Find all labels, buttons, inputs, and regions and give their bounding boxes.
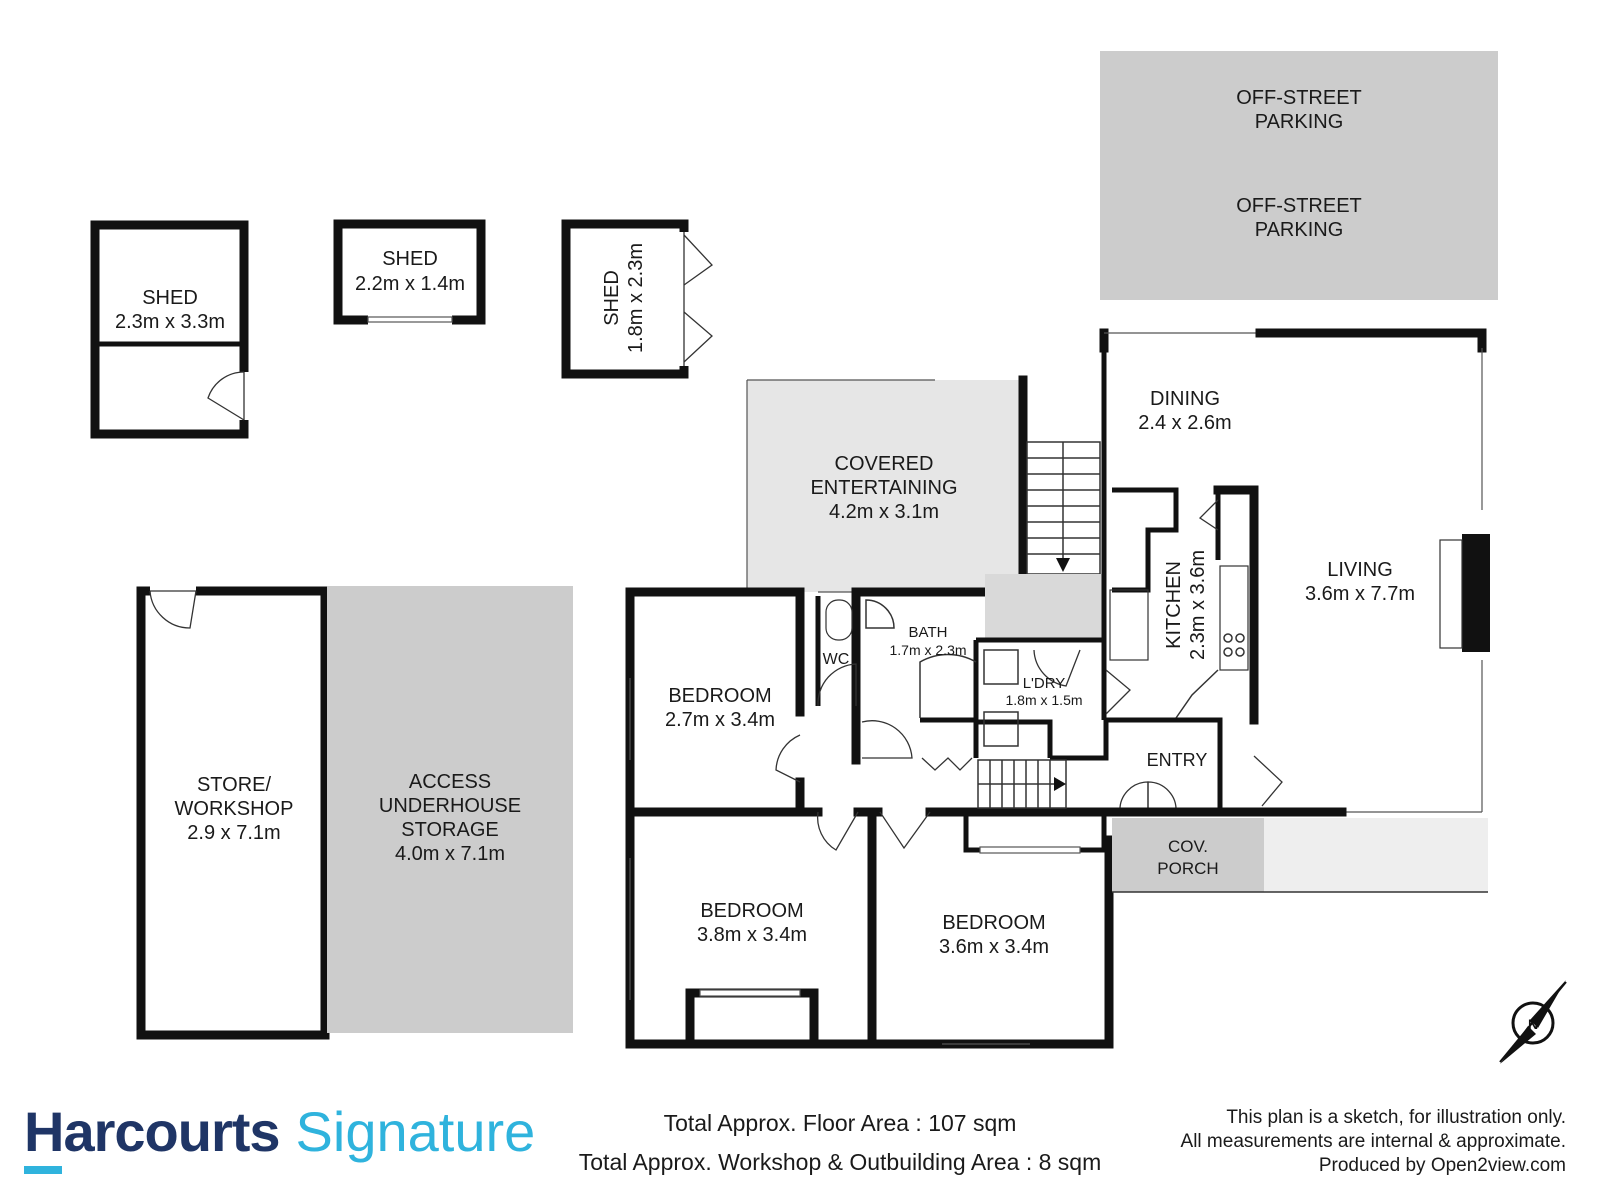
compass-icon: N <box>1499 980 1567 1064</box>
shed-2: SHED 2.2m x 1.4m <box>333 219 486 325</box>
disclaimer: This plan is a sketch, for illustration … <box>1181 1106 1566 1178</box>
underhouse-storage-area <box>327 586 573 1033</box>
living-name: LIVING <box>1327 559 1393 581</box>
deck-area <box>1264 818 1488 892</box>
covered-entertaining-name-1: COVERED <box>835 453 934 475</box>
kitchen-name: KITCHEN <box>1163 561 1185 649</box>
dining-living-walls <box>1099 328 1490 817</box>
shed-2-name: SHED <box>382 248 438 270</box>
disclaimer-line-3: Produced by Open2view.com <box>1318 1155 1566 1176</box>
brand-name-light: Signature <box>295 1100 536 1163</box>
storage-name-1: ACCESS <box>409 771 491 793</box>
store-workshop <box>136 586 330 1040</box>
store-name-2: WORKSHOP <box>175 798 294 820</box>
shed-1-name: SHED <box>142 287 198 309</box>
off-street-parking-area <box>1100 51 1498 300</box>
compass-label: N <box>1528 1016 1538 1032</box>
entry-name: ENTRY <box>1147 750 1208 770</box>
bedroom-3-size: 3.6m x 3.4m <box>939 936 1049 958</box>
dining-size: 2.4 x 2.6m <box>1138 412 1231 434</box>
store-name-1: STORE/ <box>197 774 272 796</box>
wc-name: WC <box>823 651 850 668</box>
storage-name-2: UNDERHOUSE <box>379 795 521 817</box>
stairs-lower <box>977 759 1067 809</box>
cov-porch-name-1: COV. <box>1168 837 1208 856</box>
shed-3-size: 1.8m x 2.3m <box>625 243 647 353</box>
disclaimer-line-2: All measurements are internal & approxim… <box>1180 1131 1566 1152</box>
landing-area <box>985 574 1103 640</box>
outbuilding-area-text: Total Approx. Workshop & Outbuilding Are… <box>578 1149 1102 1175</box>
covered-entertaining-size: 4.2m x 3.1m <box>829 501 939 523</box>
bedroom-3-name: BEDROOM <box>942 912 1045 934</box>
floor-area-text: Total Approx. Floor Area : 107 sqm <box>663 1110 1017 1136</box>
covered-entertaining-area <box>747 380 1023 592</box>
shed-2-size: 2.2m x 1.4m <box>355 273 465 295</box>
area-summary: Total Approx. Floor Area : 107 sqm Total… <box>480 1104 1200 1182</box>
covered-entertaining-name-2: ENTERTAINING <box>810 477 957 499</box>
brand-name-bold: Harcourts <box>24 1100 281 1163</box>
cov-porch-name-2: PORCH <box>1157 859 1218 878</box>
kitchen-walls <box>1109 485 1259 725</box>
laundry-name: L'DRY <box>1023 675 1066 692</box>
bedroom-2-size: 3.8m x 3.4m <box>697 924 807 946</box>
dining-name: DINING <box>1150 388 1220 410</box>
shed-3-name: SHED <box>601 270 623 326</box>
covered-porch-area <box>1112 818 1264 892</box>
bedroom-1-size: 2.7m x 3.4m <box>665 709 775 731</box>
house-walls <box>625 587 1283 1049</box>
shed-3: SHED 1.8m x 2.3m <box>561 219 713 379</box>
storage-size: 4.0m x 7.1m <box>395 843 505 865</box>
bedroom-2-name: BEDROOM <box>700 900 803 922</box>
laundry-size: 1.8m x 1.5m <box>1005 692 1082 708</box>
disclaimer-line-1: This plan is a sketch, for illustration … <box>1226 1107 1566 1128</box>
brand-underline <box>24 1166 62 1174</box>
bedroom-1-name: BEDROOM <box>668 685 771 707</box>
bath-size: 1.7m x 2.3m <box>889 642 966 658</box>
shed-1: SHED 2.3m x 3.3m <box>90 220 249 439</box>
bath-name: BATH <box>909 624 948 641</box>
storage-name-3: STORAGE <box>401 819 498 841</box>
kitchen-size: 2.3m x 3.6m <box>1187 550 1209 660</box>
living-size: 3.6m x 7.7m <box>1305 583 1415 605</box>
stairs-upper <box>1026 441 1101 575</box>
shed-1-size: 2.3m x 3.3m <box>115 311 225 333</box>
store-size: 2.9 x 7.1m <box>187 822 280 844</box>
